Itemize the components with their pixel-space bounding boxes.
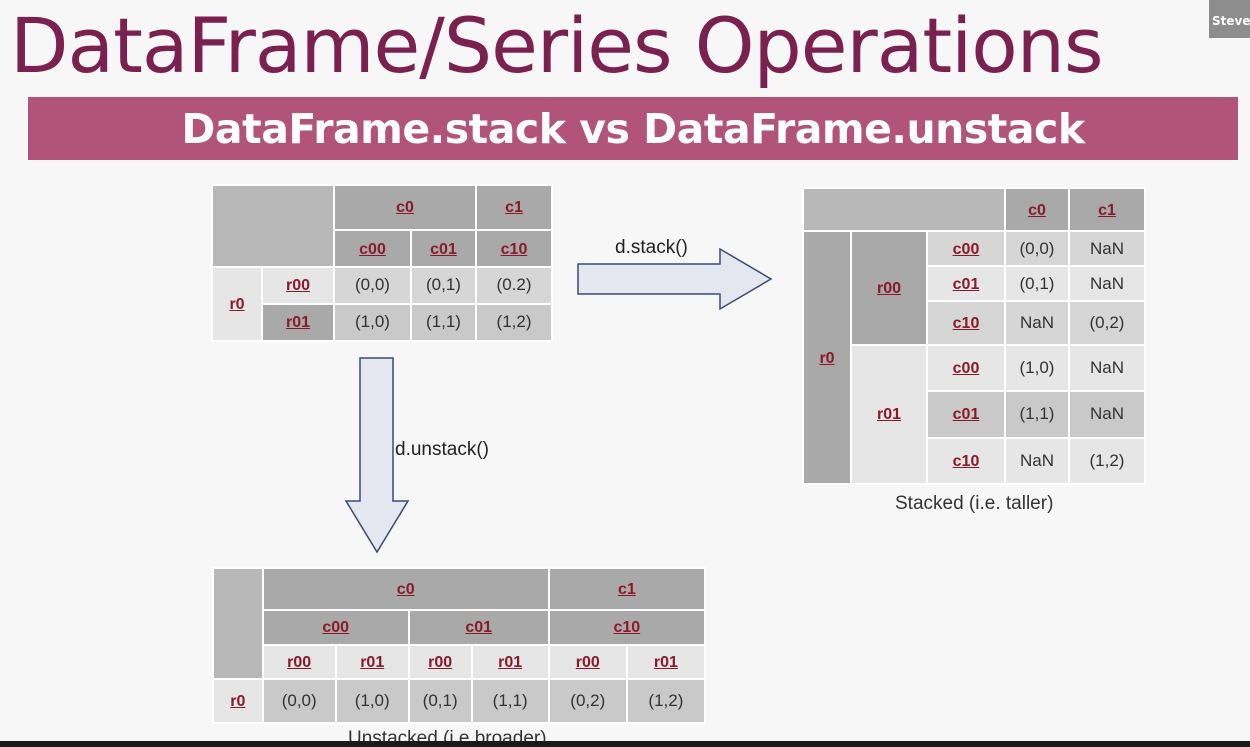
row-header: r00: [263, 268, 333, 303]
value-cell: (1,2): [627, 680, 704, 722]
col-header: r01: [336, 645, 408, 679]
value-cell: (1,1): [1006, 392, 1068, 437]
subtitle-text: DataFrame.stack vs DataFrame.unstack: [181, 104, 1085, 153]
unstacked-caption: Unstacked (i.e broader): [348, 728, 547, 741]
col-header: c1: [477, 186, 552, 229]
subtitle-banner: DataFrame.stack vs DataFrame.unstack: [28, 97, 1238, 160]
col-header: c0: [335, 186, 476, 229]
value-cell: (0,1): [1006, 267, 1068, 301]
webcam-thumbnail: Steve: [1209, 0, 1250, 38]
stacked-dataframe-table: c0 c1 r0 r00 c00 (0,0) NaN c01 (0,1) NaN…: [802, 187, 1146, 485]
row-key: c01: [928, 392, 1004, 437]
unstack-arrow-label: d.unstack(): [395, 439, 489, 460]
value-cell: NaN: [1070, 267, 1144, 301]
row-header: r0: [213, 268, 261, 340]
col-header: c01: [409, 610, 548, 644]
value-cell: (1,1): [472, 680, 548, 722]
col-header: r00: [549, 645, 626, 679]
bottom-bar: [0, 741, 1250, 747]
col-header: c0: [1006, 189, 1068, 231]
row-key: c01: [928, 267, 1004, 301]
col-header: c1: [1070, 189, 1144, 231]
value-cell: (0,2): [549, 680, 626, 722]
slide-title: DataFrame/Series Operations: [10, 1, 1104, 90]
col-header: c01: [412, 230, 476, 267]
value-cell: (0.2): [477, 268, 552, 303]
value-cell: NaN: [1006, 438, 1068, 483]
col-header: c0: [263, 569, 548, 609]
value-cell: (1,1): [412, 304, 476, 340]
row-key: c10: [928, 302, 1004, 344]
row-key: c00: [928, 345, 1004, 391]
value-cell: (0,0): [263, 680, 335, 722]
stack-arrow-icon: [577, 247, 773, 311]
value-cell: (1,2): [1070, 438, 1144, 483]
value-cell: (1,0): [335, 304, 410, 340]
row-header: r01: [263, 304, 333, 340]
value-cell: (0,1): [409, 680, 471, 722]
value-cell: (0,0): [1006, 232, 1068, 266]
webcam-name: Steve: [1212, 14, 1250, 28]
col-header: c1: [549, 569, 704, 609]
unstacked-dataframe-table: c0 c1 c00 c01 c10 r00 r01 r00 r01 r00 r0…: [212, 567, 706, 724]
row-key: c00: [928, 232, 1004, 266]
col-header: r00: [263, 645, 335, 679]
value-cell: NaN: [1070, 232, 1144, 266]
col-header: c10: [549, 610, 704, 644]
corner-cell: [804, 189, 1004, 231]
col-header: c10: [477, 230, 552, 267]
value-cell: (0,1): [412, 268, 476, 303]
stacked-caption: Stacked (i.e. taller): [895, 493, 1054, 514]
value-cell: (0,2): [1070, 302, 1144, 344]
row-header: r0: [804, 232, 850, 483]
value-cell: (1,0): [336, 680, 408, 722]
row-header: r0: [214, 680, 262, 722]
col-header: r00: [409, 645, 471, 679]
value-cell: NaN: [1006, 302, 1068, 344]
col-header: r01: [627, 645, 704, 679]
row-key: c10: [928, 438, 1004, 483]
stack-arrow-label: d.stack(): [615, 237, 688, 258]
value-cell: (1,0): [1006, 345, 1068, 391]
col-header: r01: [472, 645, 548, 679]
row-header: r00: [852, 232, 926, 344]
unstack-arrow-icon: [344, 357, 410, 554]
col-header: c00: [263, 610, 408, 644]
corner-cell: [213, 186, 333, 267]
original-dataframe-table: c0 c1 c00 c01 c10 r0 r00 (0,0) (0,1) (0.…: [211, 184, 554, 342]
value-cell: (1,2): [477, 304, 552, 340]
corner-cell: [214, 569, 262, 679]
value-cell: NaN: [1070, 392, 1144, 437]
row-header: r01: [852, 345, 926, 483]
value-cell: NaN: [1070, 345, 1144, 391]
value-cell: (0,0): [335, 268, 410, 303]
col-header: c00: [335, 230, 410, 267]
